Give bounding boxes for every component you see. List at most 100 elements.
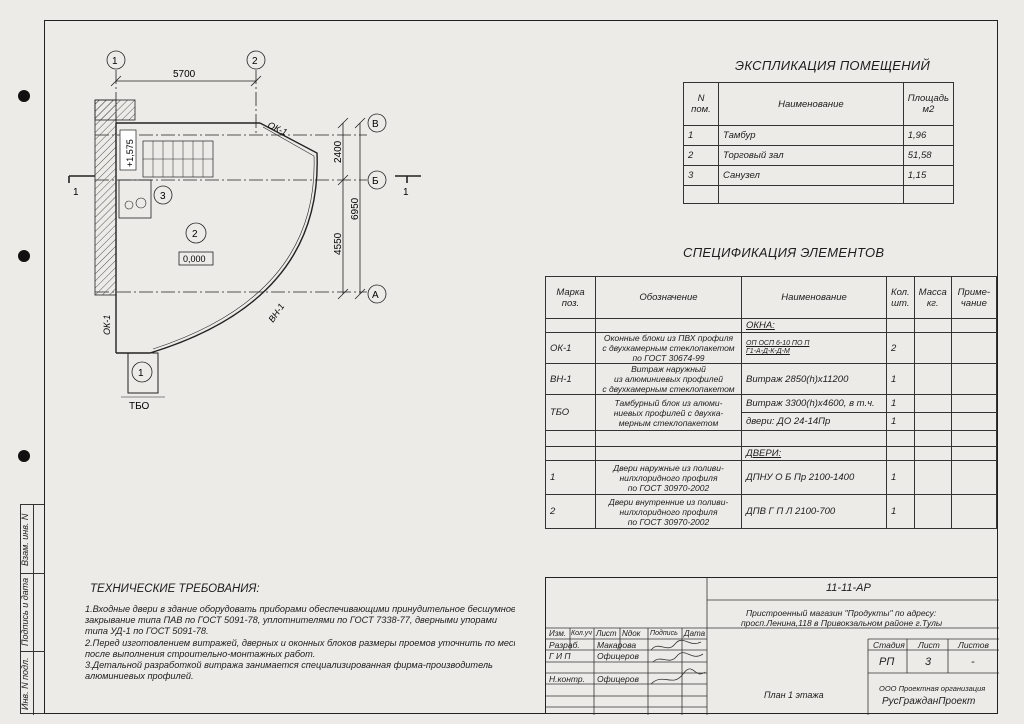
spec-sec-doors: ДВЕРИ: [741, 446, 887, 461]
cut-left-label: 1 [73, 187, 79, 198]
room-1-label: 1 [138, 368, 144, 379]
spec-h-name: Наименование [741, 276, 887, 319]
tech-line-2: закрывание типа ПАВ по ГОСТ 5091-78, упл… [85, 615, 498, 626]
spec-h-mark: Марка [556, 286, 585, 298]
expl-row2-name: Торговый зал [718, 145, 904, 166]
spec-sec-windows: ОКНА: [741, 318, 887, 333]
spec-r4-mark: 1 [545, 460, 596, 495]
tech-line-6: 3.Детальной разработкой витража занимает… [85, 660, 493, 671]
table-row: ТБО Тамбурный блок из алюми- ниевых проф… [545, 394, 998, 431]
punch-hole-2 [18, 250, 30, 262]
stamp-col-kol: Кол.уч [571, 630, 592, 637]
stamp-project-2: просп.Ленина,118 в Привокзальном районе … [741, 618, 943, 628]
tbo-label: ТБО [129, 401, 150, 412]
table-row: 3 Санузел 1,15 [683, 165, 955, 186]
side-inv-label: Инв. N подл. [20, 657, 30, 710]
stamp-col-izm: Изм. [549, 629, 567, 638]
stamp-col-data: Дата [684, 629, 706, 638]
spec-r1-name: ОП ОСП 6-10 ПО П Г1-А-Д-К-Д-М [741, 332, 887, 364]
explication-title: ЭКСПЛИКАЦИЯ ПОМЕЩЕНИЙ [735, 58, 931, 73]
stamp-h-listov: Листов [958, 640, 989, 650]
spec-r5-mark: 2 [545, 494, 596, 529]
level-zero: 0,000 [183, 254, 206, 264]
spec-r3-mark: ТБО [545, 394, 596, 431]
expl-head-num2: пом. [691, 104, 711, 115]
stamp-sheet-title: План 1 этажа [764, 690, 824, 700]
spec-r4-desig: Двери наружные из поливи- нилхлоридного … [595, 460, 742, 495]
spec-r3-name: Витраж 3300(h)х4600, в т.ч. [741, 394, 887, 413]
punch-hole-1 [18, 90, 30, 102]
tech-line-7: алюминиевых профилей. [85, 671, 194, 682]
sheet-frame [44, 20, 998, 714]
expl-row1-num: 1 [683, 125, 719, 146]
expl-row2-area: 51,58 [902, 145, 955, 166]
spec-r5-qty: 1 [886, 494, 915, 529]
table-row: 1 Двери наружные из поливи- нилхлоридног… [545, 460, 998, 495]
tech-line-3: типа УД-1 по ГОСТ 5091-78. [85, 626, 209, 637]
ok1-label-left: ОК-1 [102, 315, 112, 335]
spec-r3b-qty: 1 [886, 412, 915, 431]
tech-line-5: после выполнения строительно-монтажных р… [85, 648, 316, 659]
spec-h-mass2: кг. [926, 297, 939, 309]
stamp-col-ndok: Nдок [622, 629, 641, 638]
table-row: 2 Торговый зал 51,58 [683, 145, 955, 166]
spec-r2-mark: ВН-1 [545, 363, 596, 395]
expl-row1-name: Тамбур [718, 125, 904, 146]
axis-b-label: Б [372, 176, 379, 187]
spec-r1-mark: ОК-1 [545, 332, 596, 364]
expl-row3-num: 3 [683, 165, 719, 186]
stamp-col-podp: Подпись [650, 630, 678, 637]
spec-r1-qty: 2 [886, 332, 915, 364]
level-top: +1,575 [125, 139, 135, 167]
stamp-listov: - [971, 656, 975, 668]
stamp-code: 11-11-АР [826, 582, 871, 594]
tech-text: 1.Входные двери в здание оборудовать при… [85, 604, 515, 682]
axis-v-label: В [372, 119, 379, 130]
stamp-nkontr-name: Офицеров [597, 674, 639, 684]
expl-row2-num: 2 [683, 145, 719, 166]
title-block: 11-11-АР Пристроенный магазин "Продукты"… [545, 577, 999, 715]
table-row: 2 Двери внутренние из поливи- нилхлоридн… [545, 494, 998, 529]
vn1-label: ВН-1 [266, 302, 286, 325]
spec-r5-desig: Двери внутренние из поливи- нилхлоридног… [595, 494, 742, 529]
expl-head-num: N [697, 93, 705, 104]
side-stamp [20, 504, 45, 715]
expl-head-area: Площадь [907, 93, 949, 104]
spec-h-mark2: поз. [561, 297, 580, 309]
stamp-gip-name: Офицеров [597, 651, 639, 661]
stamp-stadia: РП [879, 656, 895, 668]
spec-r2-desig: Витраж наружный из алюминиевых профилей … [595, 363, 742, 395]
spec-r4-name: ДПНУ О Б Пр 2100-1400 [741, 460, 887, 495]
table-row: 1 Тамбур 1,96 [683, 125, 955, 146]
tech-title: ТЕХНИЧЕСКИЕ ТРЕБОВАНИЯ: [90, 583, 260, 595]
stamp-col-list: Лист [596, 629, 617, 638]
spec-r5-name: ДПВ Г П Л 2100-700 [741, 494, 887, 529]
table-row: ВН-1 Витраж наружный из алюминиевых проф… [545, 363, 998, 395]
tech-line-4: 2.Перед изготовлением витражей, дверных … [85, 637, 515, 648]
expl-head-name: Наименование [718, 82, 904, 126]
dim-4550: 4550 [333, 232, 344, 255]
room-2-label: 2 [192, 229, 198, 240]
floor-plan: 1 2 В Б А 5700 2400 4550 6950 +1,575 0,0… [68, 50, 421, 412]
spec-r2-qty: 1 [886, 363, 915, 395]
stamp-h-stadia: Стадия [873, 640, 905, 650]
stamp-project-1: Пристроенный магазин "Продукты" по адрес… [746, 608, 937, 618]
table-row: ОК-1 Оконные блоки из ПВХ профиля с двух… [545, 332, 998, 364]
spec-h-qty: Кол. [891, 286, 910, 298]
axis-1-label: 1 [112, 56, 118, 67]
spec-h-note: Приме- [957, 286, 991, 298]
dim-5700: 5700 [173, 69, 196, 80]
expl-row1-area: 1,96 [902, 125, 955, 146]
spec-r2-name: Витраж 2850(h)х11200 [741, 363, 887, 395]
spec-h-note2: чание [960, 297, 987, 309]
spec-r3-desig: Тамбурный блок из алюми- ниевых профилей… [595, 394, 742, 431]
stamp-org-2: РусГражданПроект [882, 696, 976, 707]
signatures [650, 639, 706, 685]
spec-h-mass: Масса [918, 286, 947, 298]
stamp-razrab-name: Макарова [597, 640, 637, 650]
cut-right-label: 1 [403, 187, 409, 198]
punch-hole-3 [18, 450, 30, 462]
